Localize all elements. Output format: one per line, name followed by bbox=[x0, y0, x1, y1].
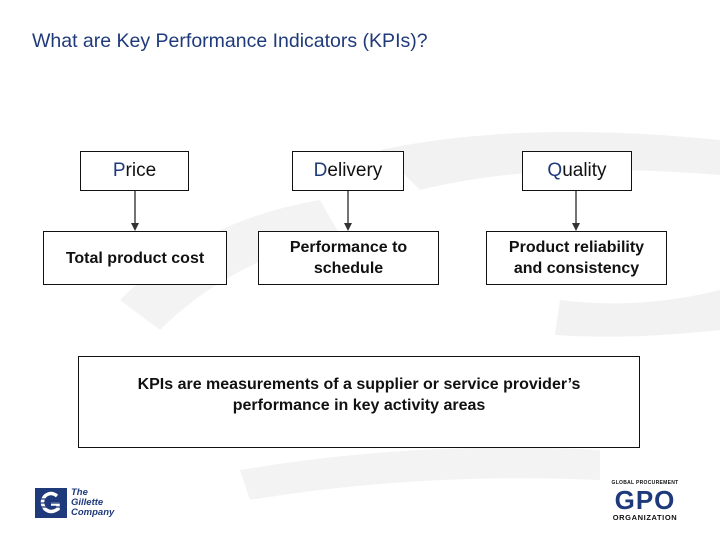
category-initial: P bbox=[112, 160, 126, 181]
gpo-logo-mark: GPO bbox=[614, 485, 676, 515]
category-initial: Q bbox=[547, 160, 563, 181]
gillette-company-name: The Gillette Company bbox=[71, 487, 115, 518]
indicator-label: Performance to schedule bbox=[289, 239, 408, 277]
category-rest: rice bbox=[125, 160, 157, 181]
category-initial: D bbox=[313, 160, 328, 181]
category-rest: elivery bbox=[327, 160, 383, 181]
indicator-label: Product reliability and consistency bbox=[508, 239, 645, 277]
gpo-logo: GLOBAL PROCUREMENT GPO ORGANIZATION bbox=[600, 480, 690, 526]
kpi-definition-box: KPIs are measurements of a supplier or s… bbox=[78, 356, 640, 448]
gpo-logo-bottom-text: ORGANIZATION bbox=[612, 513, 678, 522]
gpo-logo-top-text: GLOBAL PROCUREMENT bbox=[611, 480, 679, 486]
indicator-box-product-reliability: Product reliability and consistency bbox=[486, 231, 667, 285]
page-title: What are Key Performance Indicators (KPI… bbox=[32, 30, 428, 52]
indicator-label: Total product cost bbox=[65, 249, 205, 267]
kpi-definition-text: KPIs are measurements of a supplier or s… bbox=[137, 376, 581, 414]
gillette-logo: The Gillette Company bbox=[35, 488, 114, 518]
gillette-g-icon bbox=[35, 488, 67, 518]
indicator-box-performance-to-schedule: Performance to schedule bbox=[258, 231, 439, 285]
category-rest: uality bbox=[562, 160, 607, 181]
indicator-box-total-product-cost: Total product cost bbox=[43, 231, 227, 285]
